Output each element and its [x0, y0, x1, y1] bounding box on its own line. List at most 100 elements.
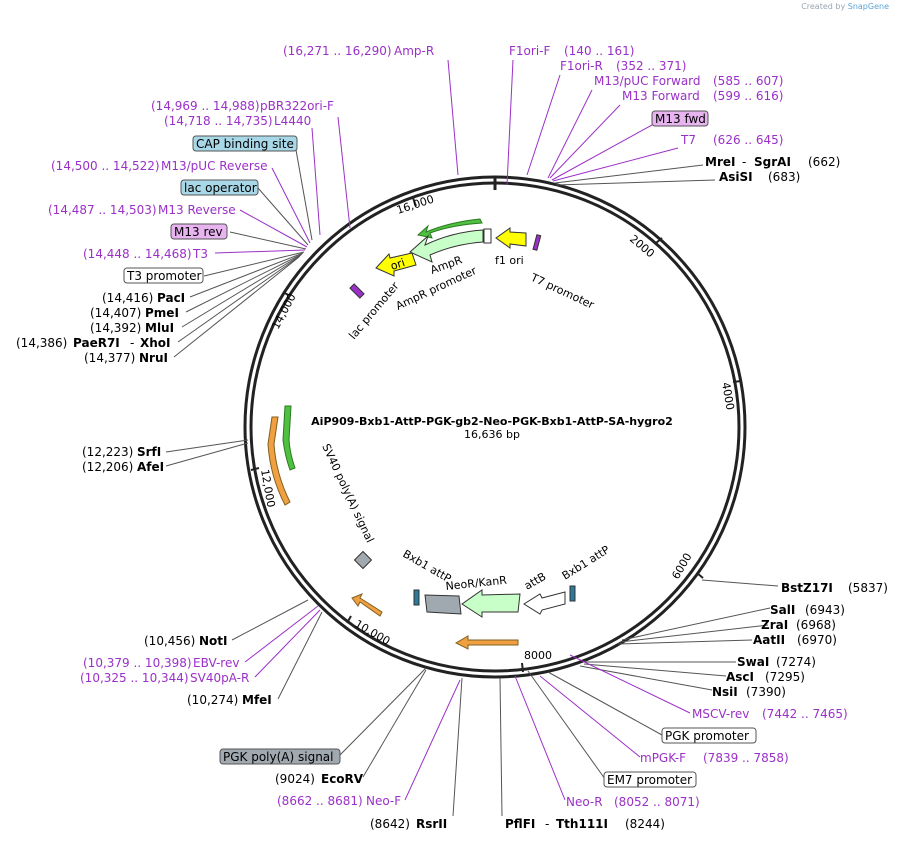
label-amp-r-coords: (16,271 .. 16,290) [283, 44, 392, 58]
label-m13-fwd: M13 fwd [655, 112, 706, 126]
label-asci-coords: (7295) [765, 670, 805, 684]
label-lac-operator: lac operator [184, 181, 257, 195]
label-asisi: AsiSI [719, 170, 753, 184]
label-paer7i-coords: (14,386) [16, 336, 67, 350]
sv40-polya-box [353, 550, 373, 570]
cap-binding-box [192, 135, 298, 152]
label-nsii: NsiI [712, 685, 738, 699]
label-dash: - [130, 336, 134, 350]
leader-lines [165, 59, 779, 817]
label-ebv-rev: EBV-rev [193, 656, 239, 670]
outer-labels: (16,271 .. 16,290) Amp-R F1ori-F (140 ..… [16, 44, 888, 831]
tick-mark [655, 237, 663, 244]
tick-mark [412, 197, 417, 207]
label-sgrai-coords: (662) [808, 155, 840, 169]
label-m13puc-fwd: M13/pUC Forward [594, 74, 701, 88]
label-pgk-polya: PGK poly(A) signal [223, 750, 334, 764]
label-f1ori-r: F1ori-R [560, 59, 603, 73]
label-m13-reverse: M13 Reverse [158, 203, 236, 217]
label-pbr322: pBR322ori-F [260, 99, 334, 113]
m13-rev-box [170, 223, 228, 240]
label-m13puc-rev-coords: (14,500 .. 14,522) [51, 159, 160, 173]
label-ecorv: EcoRV [321, 772, 364, 786]
label-aatii-coords: (6970) [797, 633, 837, 647]
label-amp-r: Amp-R [394, 44, 434, 58]
label-noti-coords: (10,456) [144, 634, 195, 648]
tick-label: 6000 [669, 551, 694, 582]
tick-label: 2000 [627, 232, 657, 260]
label-em7-promoter: EM7 promoter [607, 773, 692, 787]
orange-arrow-left [267, 416, 291, 506]
f1-ori-arrow [495, 227, 527, 249]
attb-arrow [523, 591, 566, 615]
label-mfei: MfeI [242, 693, 272, 707]
f1-ori-label: f1 ori [495, 254, 524, 267]
label-nrui: NruI [139, 351, 168, 365]
ampr-arrow [409, 229, 484, 263]
label-t3: T3 [192, 247, 208, 261]
label-nsii-coords: (7390) [746, 685, 786, 699]
label-nrui-coords: (14,377) [84, 351, 135, 365]
label-afei-coords: (12,206) [82, 460, 133, 474]
tick-mark [282, 291, 291, 297]
label-pgk-promoter: PGK promoter [665, 729, 749, 743]
label-swai: SwaI [737, 655, 769, 669]
label-dash: - [742, 155, 746, 169]
t7-promoter-mark [532, 234, 542, 251]
neor-kanr-label: NeoR/KanR [445, 574, 508, 593]
label-mpgk-f: mPGK-F [640, 751, 686, 765]
label-m13-forward: M13 Forward [622, 89, 700, 103]
label-m13puc-fwd-coords: (585 .. 607) [713, 74, 783, 88]
label-srfi-coords: (12,223) [82, 445, 133, 459]
label-mscv-rev: MSCV-rev [692, 707, 749, 721]
bxb1-attp-left [413, 589, 420, 606]
label-bstz17i-coords: (5837) [848, 581, 888, 595]
label-ebv-rev-coords: (10,379 .. 10,398) [83, 656, 192, 670]
ori-label: ori [389, 256, 407, 273]
green-arrow-left [282, 405, 296, 471]
label-mscv-rev-coords: (7442 .. 7465) [762, 707, 848, 721]
label-sali: SalI [770, 603, 795, 617]
label-m13-forward-coords: (599 .. 616) [713, 89, 783, 103]
label-xhoi: XhoI [140, 336, 171, 350]
label-f1ori-f: F1ori-F [509, 44, 550, 58]
pgk-polya-block [424, 594, 462, 615]
label-pflfi: PflFI [505, 817, 535, 831]
label-t3-coords: (14,448 .. 14,468) [83, 247, 192, 261]
snapgene-logo: SnapGene [847, 2, 889, 11]
label-afei: AfeI [137, 460, 164, 474]
lac-operator-box [180, 179, 259, 196]
label-rsrii-coords: (8642) [370, 817, 410, 831]
label-sv40pa-r: SV40pA-R [190, 671, 249, 685]
label-zrai: ZraI [761, 618, 788, 632]
label-rsrii: RsrII [416, 817, 447, 831]
label-neo-f-coords: (8662 .. 8681) [277, 794, 363, 808]
label-neo-f: Neo-F [366, 794, 401, 808]
label-m13-reverse-coords: (14,487 .. 14,503) [48, 203, 157, 217]
t7-promoter-label: T7 promoter [528, 271, 597, 312]
label-m13-rev: M13 rev [174, 225, 223, 239]
lac-promoter-mark [349, 283, 365, 299]
orange-arrow-bottom [454, 635, 519, 650]
ori-arrow [375, 252, 417, 277]
tick-label: 4000 [719, 381, 737, 411]
tick-mark [732, 380, 742, 383]
tick-mark [696, 572, 704, 579]
label-asci: AscI [726, 670, 754, 684]
plasmid-name: AiP909-Bxb1-AttP-PGK-gb2-Neo-PGK-Bxb1-At… [311, 415, 673, 428]
label-pbr322-coords: (14,969 .. 14,988) [151, 99, 260, 113]
label-f1ori-f-coords: (140 .. 161) [564, 44, 634, 58]
orange-arrow-bottom-left [351, 593, 383, 617]
label-l4440: L4440 [274, 114, 311, 128]
credit-text: Created by [801, 2, 846, 11]
sv40-polya-label: SV40 poly(A) signal [319, 442, 376, 545]
label-m13puc-rev: M13/pUC Reverse [161, 159, 268, 173]
bxb1-attp-right [569, 585, 576, 602]
plasmid-size: 16,636 bp [464, 428, 520, 441]
label-srfi: SrfI [137, 445, 161, 459]
label-neo-r-coords: (8052 .. 8071) [614, 795, 700, 809]
label-swai-coords: (7274) [776, 655, 816, 669]
label-tth111i: Tth111I [556, 817, 608, 831]
label-t7: T7 [680, 133, 696, 147]
attb-label: attB [522, 570, 548, 593]
